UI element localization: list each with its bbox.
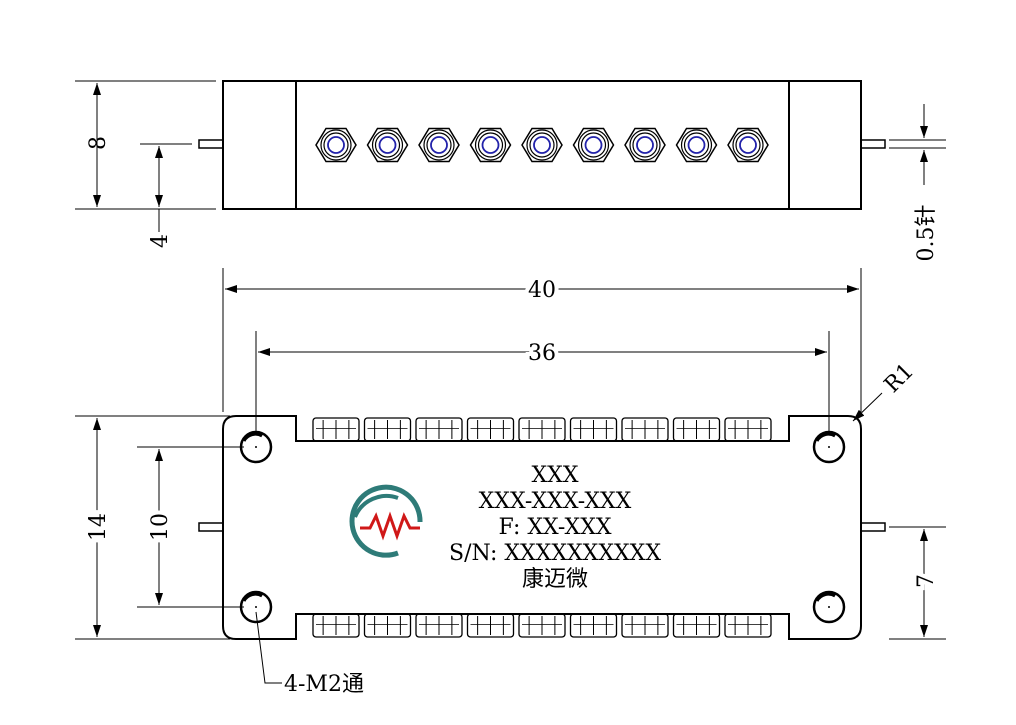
front-view-pin-right — [860, 522, 886, 532]
company-logo — [349, 484, 423, 558]
dim-top-height: 8 — [86, 136, 111, 150]
front-connector-bottom — [312, 613, 360, 638]
front-connector-bottom — [672, 613, 721, 638]
top-connector — [315, 127, 357, 163]
front-connector-bottom — [518, 613, 566, 638]
front-view-connectors-bottom — [312, 613, 772, 638]
label-line-5: 康迈微 — [522, 567, 588, 592]
mounting-hole-bottom-right — [812, 590, 846, 624]
front-connector-bottom — [621, 613, 669, 638]
label-line-4: S/N: XXXXXXXXXX — [449, 541, 661, 566]
top-view-pin-right — [860, 139, 886, 149]
front-connector-bottom — [569, 613, 618, 638]
hole-note: 4-M2通 — [284, 672, 364, 697]
front-connector-bottom — [415, 613, 463, 638]
top-connector — [624, 127, 666, 163]
front-connector-top — [312, 417, 360, 442]
top-connector — [675, 127, 718, 163]
label-line-3: F: XX-XXX — [498, 515, 611, 540]
top-view-connectors — [315, 127, 769, 163]
top-connector — [572, 127, 615, 163]
dim-pin-diameter: 0.5针 — [914, 205, 939, 262]
top-view — [198, 80, 886, 210]
front-connector-top — [672, 417, 721, 442]
front-view-dimensions — [75, 268, 946, 684]
dim-length: 40 — [528, 278, 556, 303]
front-connector-top — [466, 417, 515, 442]
front-connector-top — [415, 417, 463, 442]
top-view-dimensions — [75, 80, 946, 232]
front-connector-top — [724, 417, 772, 442]
dim-front-pin-offset: 7 — [914, 574, 939, 588]
top-connector — [727, 127, 769, 163]
top-view-body — [222, 80, 862, 210]
top-connector — [418, 127, 460, 163]
front-connector-top — [363, 417, 412, 442]
top-connector — [521, 127, 563, 163]
dim-top-pin-offset: 4 — [148, 234, 173, 248]
label-line-2: XXX-XXX-XXX — [479, 489, 632, 514]
front-view-pin-left — [198, 522, 224, 532]
front-connector-top — [569, 417, 618, 442]
top-connector — [366, 127, 409, 163]
leader-corner-radius — [852, 392, 883, 422]
dim-front-height: 14 — [86, 513, 111, 541]
front-connector-bottom — [466, 613, 515, 638]
label-line-1: XXX — [532, 463, 579, 488]
dim-hole-vertical: 10 — [148, 513, 173, 541]
top-view-pin-left — [198, 139, 224, 149]
dim-hole-spacing: 36 — [528, 341, 556, 366]
front-connector-top — [518, 417, 566, 442]
front-connector-bottom — [363, 613, 412, 638]
front-connector-top — [621, 417, 669, 442]
front-connector-bottom — [724, 613, 772, 638]
front-view — [198, 415, 886, 640]
dim-corner-radius: R1 — [880, 359, 919, 398]
top-connector — [469, 127, 512, 163]
leader-hole-note — [255, 611, 282, 684]
front-view-connectors-top — [312, 417, 772, 442]
